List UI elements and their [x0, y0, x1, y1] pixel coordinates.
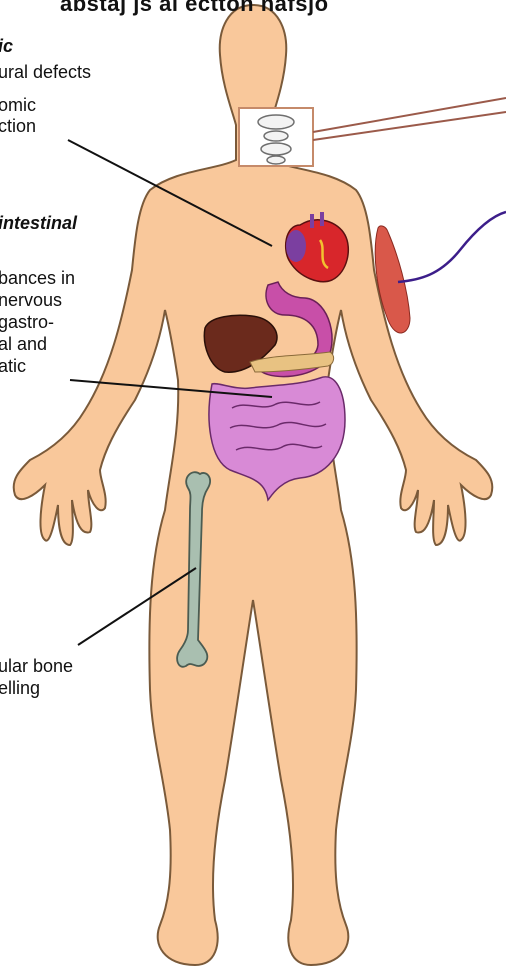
gi-line-3: gastro- [0, 312, 54, 332]
autonomic-heading: ic [0, 36, 13, 56]
autonomic-line-2: omic [0, 95, 36, 115]
cropped-title: abstaj js ai ectton nafsjo [60, 0, 329, 17]
gi-line-2: nervous [0, 290, 62, 310]
gi-heading: intestinal [0, 213, 77, 233]
bone-line-2: elling [0, 678, 40, 698]
gi-line-1: bances in [0, 268, 75, 288]
nerve-line [398, 212, 506, 282]
autonomic-line-3: ction [0, 116, 36, 136]
bone-line-1: ular bone [0, 656, 73, 676]
gi-line-4: al and [0, 334, 47, 354]
autonomic-line-1: ural defects [0, 62, 91, 82]
gi-line-5: atic [0, 356, 26, 376]
